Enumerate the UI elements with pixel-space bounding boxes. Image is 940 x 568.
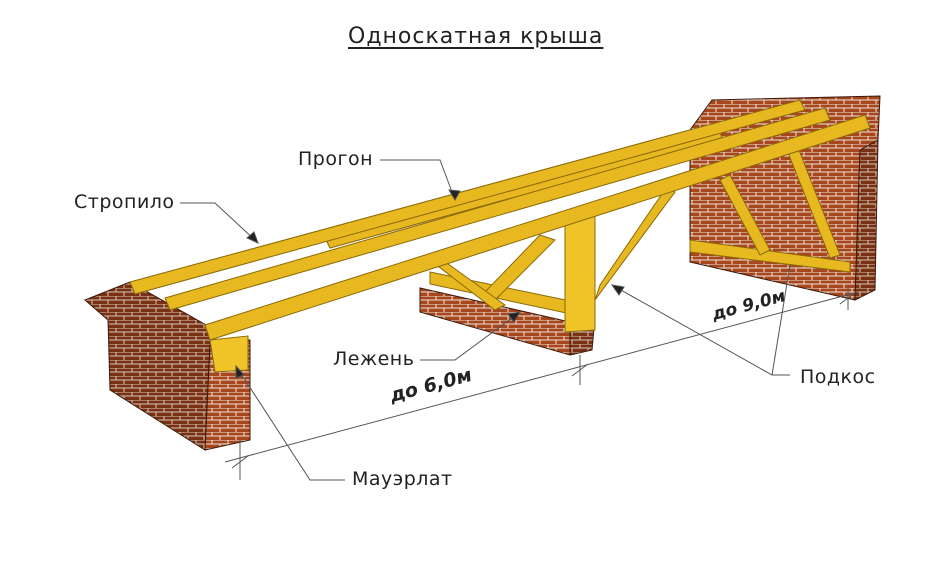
- post: [564, 214, 596, 333]
- label-mauerlat: Мауэрлат: [352, 468, 453, 490]
- rafter-1: [129, 99, 806, 295]
- label-purlin: Прогон: [298, 148, 374, 170]
- diagram-title: Односкатная крыша: [348, 24, 604, 49]
- dimension-line: [224, 285, 859, 480]
- brace-4: [719, 174, 771, 256]
- leader-lines: [180, 159, 791, 481]
- mauerlat-beam: [209, 335, 249, 373]
- label-sill: Лежень: [333, 348, 415, 370]
- label-strut: Подкос: [800, 366, 876, 388]
- rafter-3: [204, 114, 871, 341]
- ridge-sill: [689, 239, 851, 273]
- rafter-2: [164, 107, 831, 311]
- timber-frame: [129, 99, 871, 373]
- label-rafter: Стропило: [74, 191, 175, 213]
